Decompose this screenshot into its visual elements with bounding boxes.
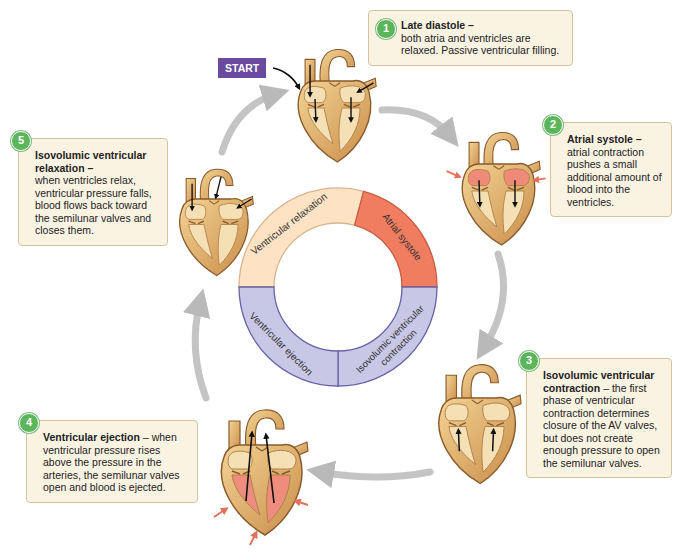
- heart-ventricular-ejection-part-part: [246, 433, 252, 501]
- heart-isovolumic-contraction-part-part: [458, 430, 460, 451]
- callout-box: Atrial systole –atrial contraction pushe…: [550, 122, 672, 217]
- phase-label: Isovolumic ventricular contraction: [352, 301, 436, 385]
- step-number: 1: [376, 19, 396, 39]
- heart-late-diastole-part: [310, 65, 373, 121]
- heart-atrial-systole-part-part: [447, 171, 460, 176]
- cycle-phase-segment: Ventricular ejection: [238, 187, 438, 387]
- start-tag: START: [218, 58, 266, 78]
- phase-description: – the first phase of ventricular contrac…: [543, 382, 660, 469]
- heart-isovolumic-contraction: [439, 365, 521, 484]
- segment-outline: [238, 187, 438, 387]
- phase-description: both atria and ventricles are relaxed. P…: [401, 32, 559, 57]
- heart-ventricular-ejection-part-part: [296, 501, 308, 505]
- heart-late-diastole-part-part: [309, 65, 310, 96]
- callout-number: 3: [526, 354, 532, 366]
- heart-isovolumic-relaxation-part-part: [238, 199, 252, 208]
- cycle-arrow: [382, 110, 450, 136]
- heart-isovolumic-contraction-part-part: [492, 430, 494, 451]
- heart-isovolumic-relaxation-part-part: [191, 184, 192, 210]
- heart-ventricular-ejection-part: [221, 410, 308, 535]
- phase-heading: Atrial systole –: [567, 133, 663, 146]
- heart-ventricular-ejection-part-part: [266, 435, 274, 503]
- callout-number: 5: [18, 134, 24, 146]
- phase-description: when ventricles relax, ventricular press…: [35, 174, 152, 236]
- callout-box: Late diastole –both atria and ventricles…: [368, 10, 573, 66]
- heart-late-diastole-part-part: [358, 83, 373, 92]
- heart-atrial-systole-part: [447, 171, 546, 180]
- step-number: 4: [19, 413, 39, 433]
- heart-late-diastole-part-part: [350, 97, 351, 120]
- heart-atrial-systole: [447, 132, 546, 245]
- start-pointer: [273, 68, 299, 88]
- segment-shape: [239, 287, 338, 386]
- segment-shape: [355, 191, 437, 287]
- callout-box: Ventricular ejection– when ventricular p…: [26, 420, 198, 503]
- heart-isovolumic-contraction-part: [439, 365, 521, 484]
- phase-heading: Late diastole –: [401, 19, 564, 32]
- heart-ventricular-ejection: [214, 410, 308, 545]
- phase-heading: Isovolumic ventricular relaxation –: [35, 149, 159, 174]
- start-text: START: [225, 62, 259, 74]
- cycle-arrow: [320, 472, 430, 477]
- heart-atrial-systole-part-part: [514, 180, 515, 205]
- heart-ventricular-ejection-part: [246, 433, 274, 503]
- cycle-arrow: [195, 302, 206, 398]
- callout-number: 4: [26, 416, 32, 428]
- step-number: 3: [519, 351, 539, 371]
- step-number: 2: [543, 115, 563, 135]
- heart-atrial-systole-part-part: [478, 180, 480, 205]
- heart-late-diastole-part: [298, 49, 376, 162]
- phase-heading: Ventricular ejection: [43, 431, 140, 443]
- heart-atrial-systole-part: [479, 180, 515, 205]
- heart-atrial-systole-part: [462, 132, 540, 245]
- callout-number: 2: [550, 118, 556, 130]
- heart-isovolumic-contraction-part: [458, 430, 493, 451]
- heart-ventricular-ejection-part: [214, 501, 308, 545]
- callout-number: 1: [383, 22, 389, 34]
- step-number: 5: [11, 131, 31, 151]
- heart-late-diastole: [298, 49, 376, 162]
- callout-box: Isovolumic ventricular relaxation –when …: [18, 138, 168, 246]
- segment-shape: [239, 188, 364, 287]
- phase-description: atrial contraction pushes a small additi…: [567, 146, 662, 208]
- heart-ventricular-ejection-part-part: [214, 509, 226, 517]
- heart-atrial-systole-part-part: [535, 178, 546, 180]
- callout-box: Isovolumic ventricular contraction– the …: [526, 358, 672, 478]
- heart-ventricular-ejection-part-part: [250, 533, 256, 545]
- cycle-arrow: [222, 94, 276, 152]
- segment-shape: [338, 287, 437, 386]
- heart-isovolumic-relaxation-part-part: [216, 177, 221, 197]
- cycle-arrow: [484, 254, 504, 348]
- heart-late-diastole-part-part: [314, 99, 316, 121]
- heart-isovolumic-relaxation-part: [192, 177, 252, 209]
